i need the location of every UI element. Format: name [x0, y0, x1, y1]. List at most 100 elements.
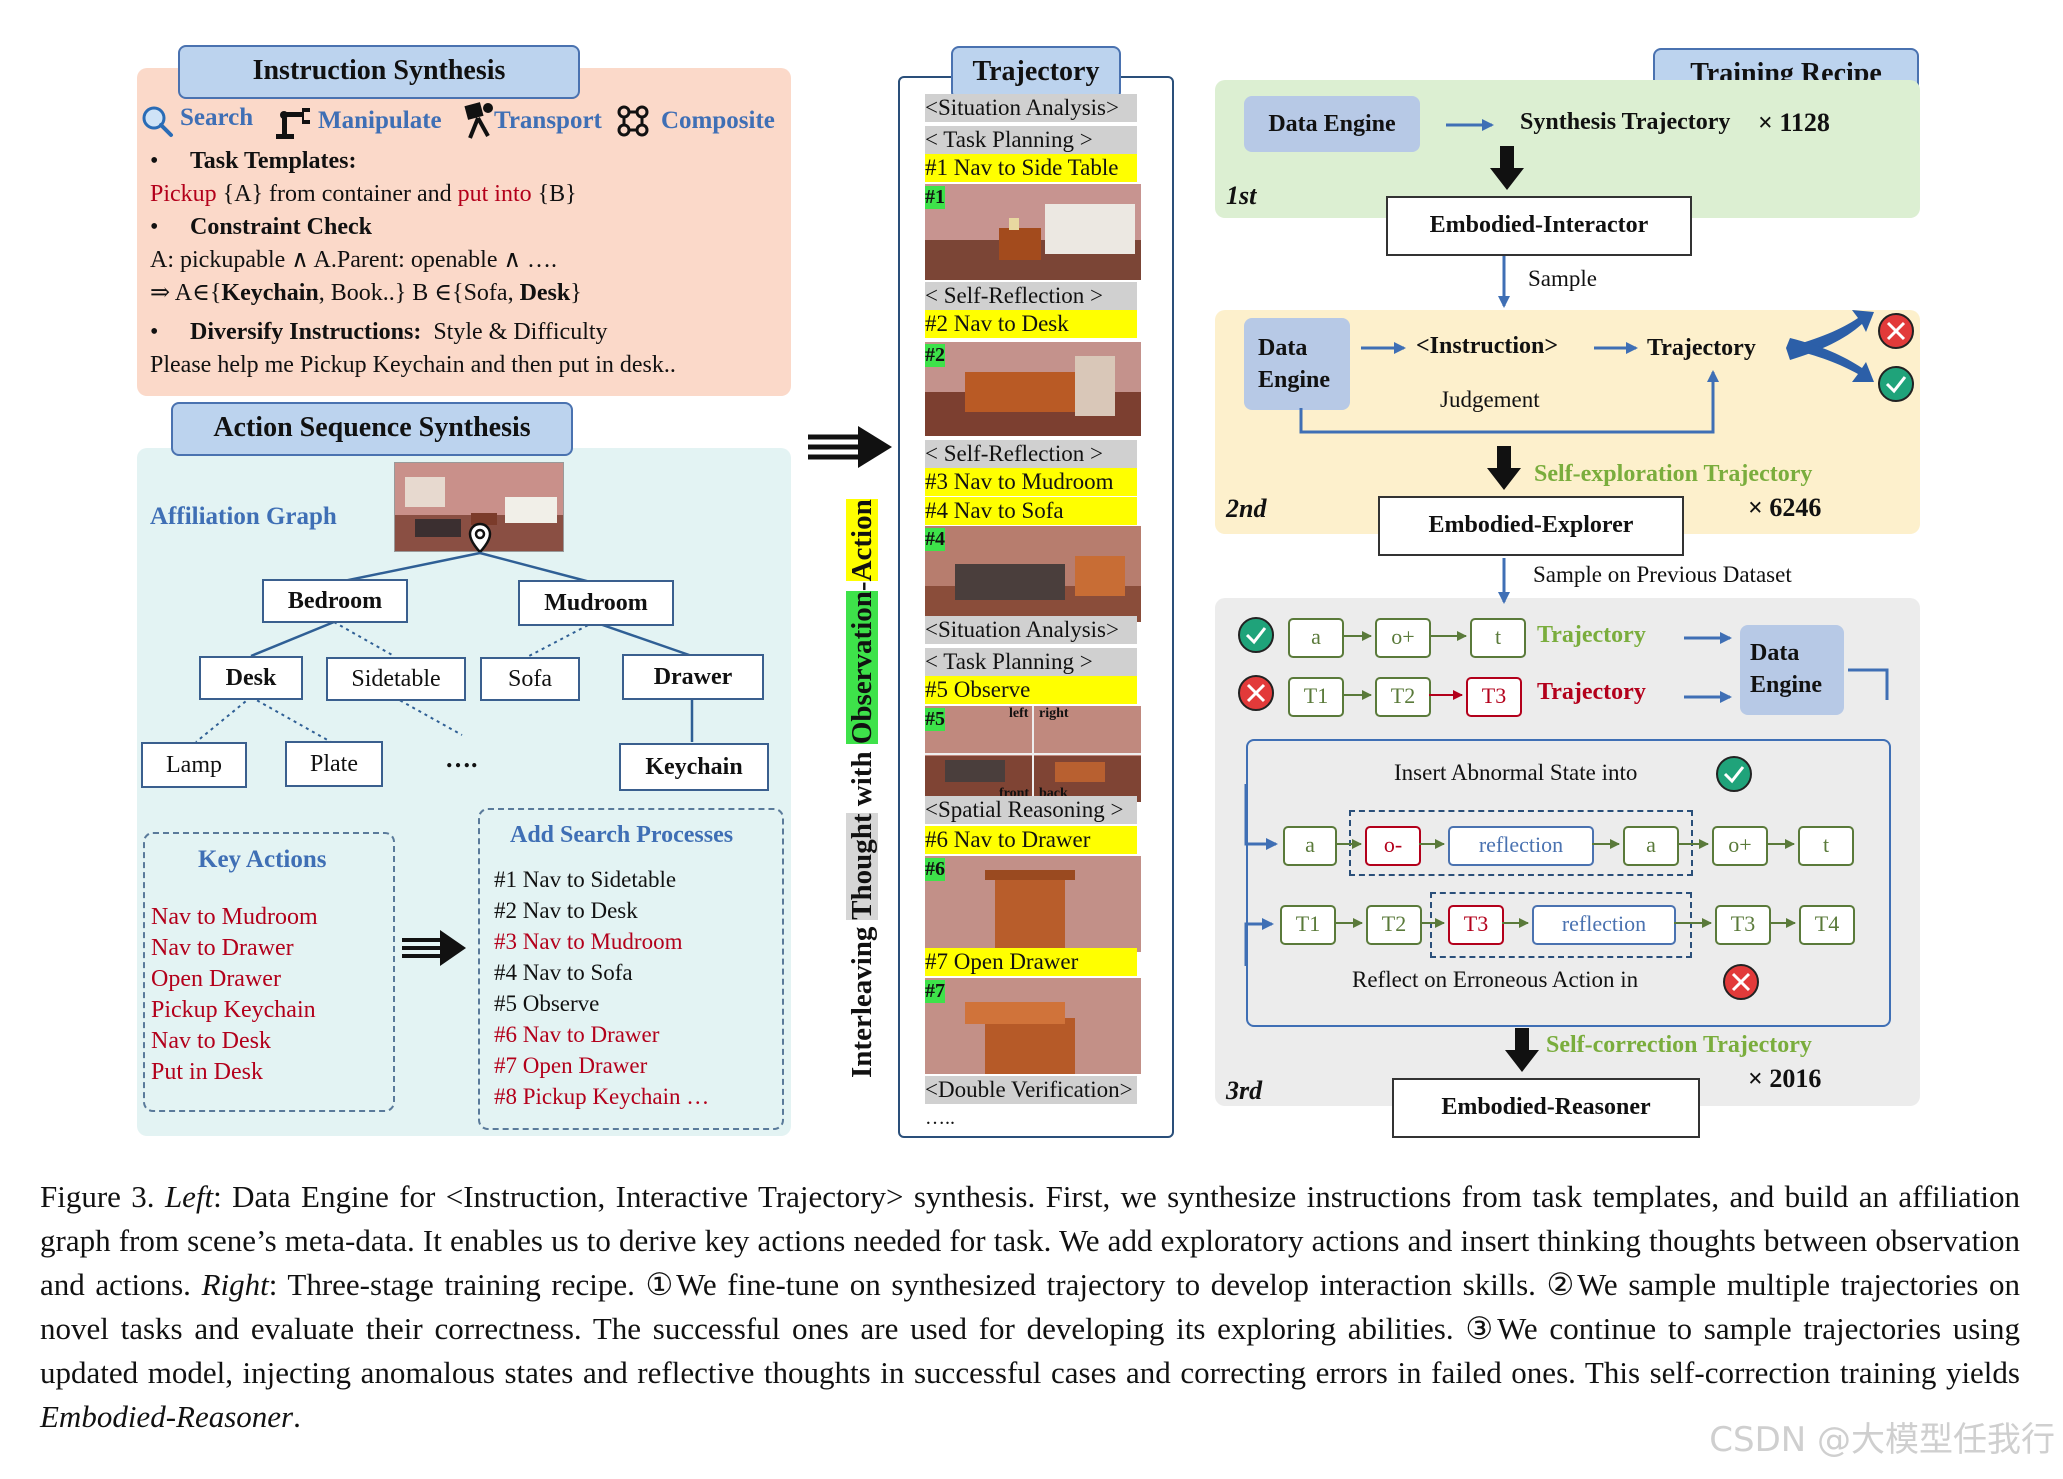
composite-icon: [616, 104, 650, 138]
node-lamp: Lamp: [141, 742, 247, 788]
good-node-o-plus: o+: [1375, 618, 1431, 658]
bad-node-t3: T3: [1466, 677, 1522, 717]
search-process-item: #2 Nav to Desk: [494, 898, 638, 923]
location-pin-icon: [468, 522, 492, 554]
stage3-label: 3rd: [1226, 1076, 1263, 1105]
step-tag: #4: [925, 528, 945, 551]
instruction-synthesis-title: Instruction Synthesis: [178, 45, 580, 99]
stage2-trajectory: Trajectory: [1647, 335, 1756, 361]
instruction-example: Please help me Pickup Keychain and then …: [150, 352, 676, 378]
big-right-arrow-icon: [806, 424, 894, 470]
sample-label: Sample: [1528, 266, 1597, 291]
room-thumbnail: [394, 462, 564, 552]
step-tag: #7: [925, 980, 945, 1003]
insert-node-a2: a: [1623, 826, 1679, 866]
key-actions-title: Key Actions: [198, 846, 327, 873]
key-action-item: Put in Desk: [151, 1059, 264, 1085]
search-icon: [140, 104, 174, 138]
search-process-item: #5 Observe: [494, 991, 600, 1016]
task-planning: < Task Planning >: [925, 126, 1137, 154]
observation-frame: #1: [925, 184, 1141, 280]
insert-node-o-plus: o+: [1712, 826, 1768, 866]
key-action-item: Nav to Mudroom: [151, 904, 318, 930]
insert-node-reflection: reflection: [1448, 826, 1594, 866]
correct-node-t4: T4: [1799, 905, 1855, 945]
embodied-interactor: Embodied-Interactor: [1386, 196, 1692, 256]
stage2-count: × 6246: [1748, 493, 1822, 522]
tab-manipulate: Manipulate: [318, 107, 442, 134]
search-process-item: #8 Pickup Keychain …: [494, 1084, 710, 1109]
watermark: CSDN @大模型任我行: [1709, 1420, 2055, 1460]
stage2-label: 2nd: [1226, 494, 1267, 523]
action-sequence-panel: [137, 448, 791, 1136]
trajectory-step: #3 Nav to Mudroom: [925, 468, 1137, 496]
self-reflection: < Self-Reflection >: [925, 440, 1137, 468]
search-process-item: #4 Nav to Sofa: [494, 960, 633, 985]
node-desk: Desk: [199, 656, 303, 700]
trajectory-more: …..: [925, 1107, 955, 1129]
search-process-item: #6 Nav to Drawer: [494, 1022, 660, 1047]
caption-right-label: Right: [201, 1267, 269, 1302]
good-node-t: t: [1470, 618, 1526, 658]
transport-icon: [462, 102, 496, 140]
search-processes-box: [478, 808, 784, 1130]
cross-icon: [1236, 673, 1276, 713]
stage2-judgement: Judgement: [1440, 387, 1540, 412]
observation-frame: #6: [925, 856, 1141, 952]
task-planning: < Task Planning >: [925, 648, 1137, 676]
tab-composite: Composite: [661, 107, 775, 134]
correct-node-t3: T3: [1448, 905, 1504, 945]
left-label: left: [1009, 706, 1029, 721]
node-plate: Plate: [285, 741, 383, 787]
step-tag: #5: [925, 708, 945, 731]
stage1-data-engine: Data Engine: [1244, 96, 1420, 152]
instruction-synthesis-panel: [137, 68, 791, 396]
affiliation-graph-label: Affiliation Graph: [150, 503, 337, 530]
insert-label: Insert Abnormal State into: [1394, 760, 1638, 785]
stage3-count: × 2016: [1748, 1064, 1822, 1093]
self-exploration-label: Self-exploration Trajectory: [1534, 461, 1813, 487]
constraint-line2: ⇒ A∈{Keychain, Book..} B ∈{Sofa, Desk}: [150, 280, 582, 306]
key-action-item: Nav to Drawer: [151, 935, 294, 961]
observation-frame: #7: [925, 978, 1141, 1074]
search-process-item: #7 Open Drawer: [494, 1053, 648, 1078]
node-bedroom: Bedroom: [262, 579, 408, 623]
good-trajectory-label: Trajectory: [1537, 622, 1646, 648]
caption-model: Embodied-Reasoner: [40, 1399, 294, 1434]
caption-left-label: Left: [164, 1179, 214, 1214]
diversify-label: Diversify Instructions:: [190, 319, 422, 345]
correct-dashed-region: [1430, 892, 1692, 958]
node-ellipsis: ….: [445, 744, 478, 773]
trajectory-title: Trajectory: [951, 46, 1121, 100]
correct-node-t1: T1: [1280, 905, 1336, 945]
node-sidetable: Sidetable: [326, 657, 466, 701]
tab-transport: Transport: [494, 107, 602, 134]
check-icon: [1876, 364, 1916, 404]
stage1-label: 1st: [1226, 181, 1257, 210]
self-correction-label: Self-correction Trajectory: [1546, 1032, 1812, 1058]
step-tag: #1: [925, 186, 945, 209]
stage3-data-engine: Data Engine: [1740, 625, 1844, 715]
trajectory-step: #4 Nav to Sofa: [925, 497, 1137, 525]
step-tag: #2: [925, 344, 945, 367]
insert-node-a: a: [1283, 826, 1337, 866]
right-label: right: [1039, 706, 1069, 721]
stage1-synthesis: Synthesis Trajectory: [1520, 109, 1731, 135]
recipe-arrows: [1244, 119, 1889, 1072]
trajectory-column: <Situation Analysis> < Task Planning > #…: [922, 94, 1142, 1134]
caption-right-text: : Three-stage training recipe. ①We fine-…: [40, 1267, 2020, 1390]
sample-previous-label: Sample on Previous Dataset: [1533, 562, 1792, 587]
correct-node-t2: T2: [1366, 905, 1422, 945]
bad-trajectory-label: Trajectory: [1537, 679, 1646, 705]
search-process-item: #1 Nav to Sidetable: [494, 867, 677, 892]
bad-node-t1: T1: [1288, 677, 1344, 717]
tab-search: Search: [180, 104, 254, 131]
search-processes-title: Add Search Processes: [510, 822, 734, 848]
key-actions-box: [143, 832, 395, 1112]
observation-frame-quad: #5 left right front back: [925, 706, 1141, 802]
constraint-line1: A: pickupable ∧ A.Parent: openable ∧ ….: [150, 247, 558, 273]
trajectory-step: #1 Nav to Side Table: [925, 154, 1137, 182]
stage3-feedback-frame: [1246, 739, 1891, 1027]
cross-icon: [1721, 962, 1761, 1002]
key-action-item: Nav to Desk: [151, 1028, 271, 1054]
